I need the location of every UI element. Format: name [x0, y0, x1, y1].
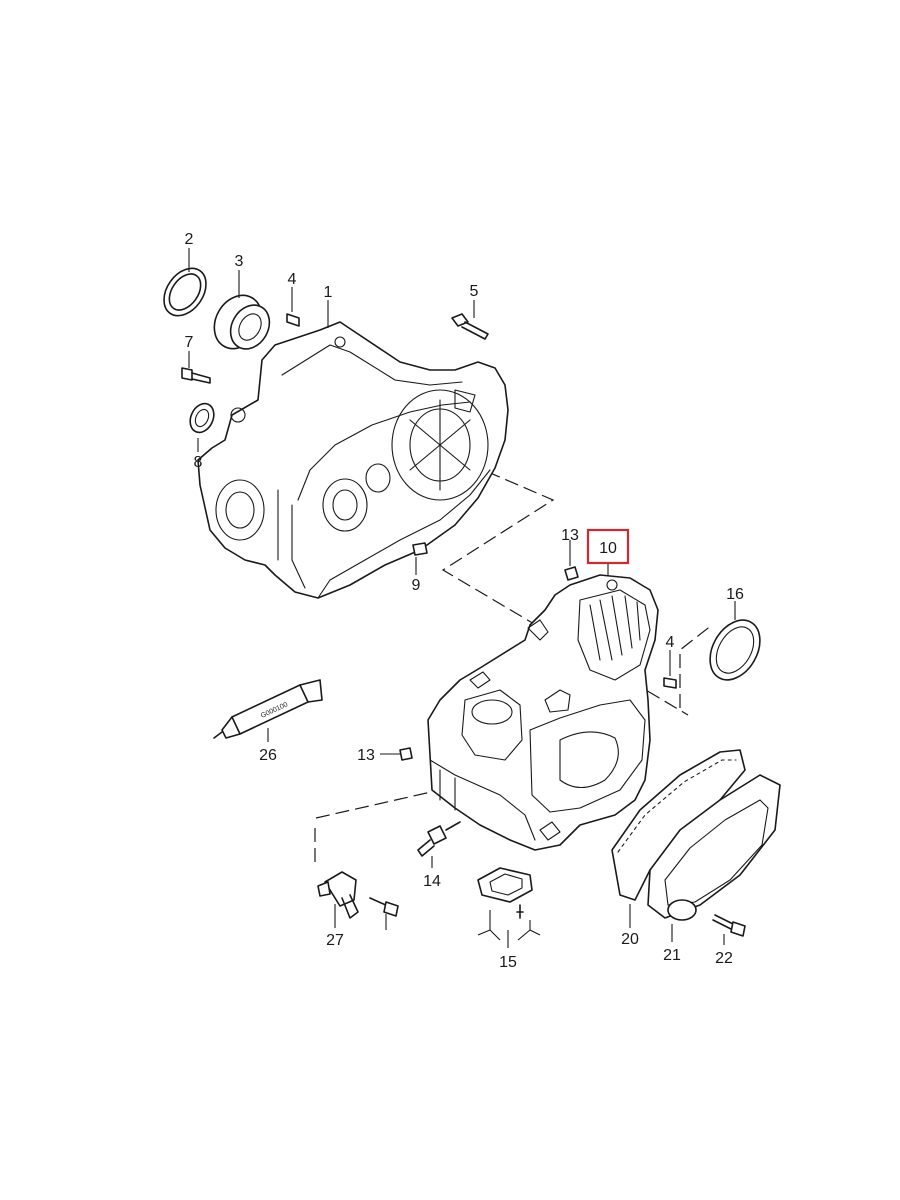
seal-8[interactable] — [186, 400, 219, 436]
callout-22: 22 — [715, 950, 733, 967]
callout-2: 2 — [185, 231, 194, 248]
leader-lines — [188, 248, 736, 948]
dowel-9[interactable] — [412, 542, 428, 556]
callout-13-upper: 13 — [561, 527, 579, 544]
gasket-20[interactable] — [611, 749, 746, 901]
callout-10[interactable]: 10 — [599, 540, 617, 557]
sensor-14[interactable] — [417, 821, 461, 857]
callout-7: 7 — [185, 334, 194, 351]
callout-16: 16 — [726, 586, 744, 603]
callout-labels: 2 3 4 1 5 7 8 9 13 10 16 4 13 26 14 27 2… — [185, 231, 744, 971]
sealant-tube-25[interactable]: G000100 — [213, 679, 323, 739]
callout-14: 14 — [423, 873, 441, 890]
callout-26: 27 — [326, 932, 344, 949]
callout-25: 26 — [259, 747, 277, 764]
dowel-13-upper[interactable] — [564, 566, 579, 581]
bolt-5[interactable] — [451, 313, 489, 340]
sender-26[interactable] — [317, 871, 359, 919]
bolt-7[interactable] — [181, 367, 211, 384]
gearbox-housing[interactable] — [427, 574, 659, 851]
callout-4-upper: 4 — [288, 271, 297, 288]
bolt-27[interactable] — [369, 897, 399, 917]
callout-1: 1 — [324, 284, 333, 301]
cover-plate-15[interactable] — [477, 867, 533, 919]
callout-15: 15 — [499, 954, 517, 971]
housing-cover-21[interactable] — [647, 774, 781, 921]
clutch-housing[interactable] — [197, 321, 509, 599]
seal-16[interactable] — [700, 611, 770, 688]
stud-4-lower[interactable] — [663, 677, 677, 689]
oil-seal-2[interactable] — [155, 260, 214, 323]
callout-13-lower: 13 — [357, 747, 375, 764]
bearing-3[interactable] — [205, 287, 277, 357]
bolt-22[interactable] — [712, 914, 746, 937]
callout-3: 3 — [235, 253, 244, 270]
highlight-box — [586, 528, 630, 565]
callout-20: 20 — [621, 931, 639, 948]
callout-21: 21 — [663, 947, 681, 964]
dowel-13-lower[interactable] — [399, 747, 413, 761]
callout-8: 8 — [194, 454, 203, 471]
callout-9: 9 — [412, 577, 421, 594]
stud-4-upper[interactable] — [286, 313, 300, 327]
callout-5: 5 — [470, 283, 479, 300]
callout-4-lower: 4 — [666, 634, 675, 651]
